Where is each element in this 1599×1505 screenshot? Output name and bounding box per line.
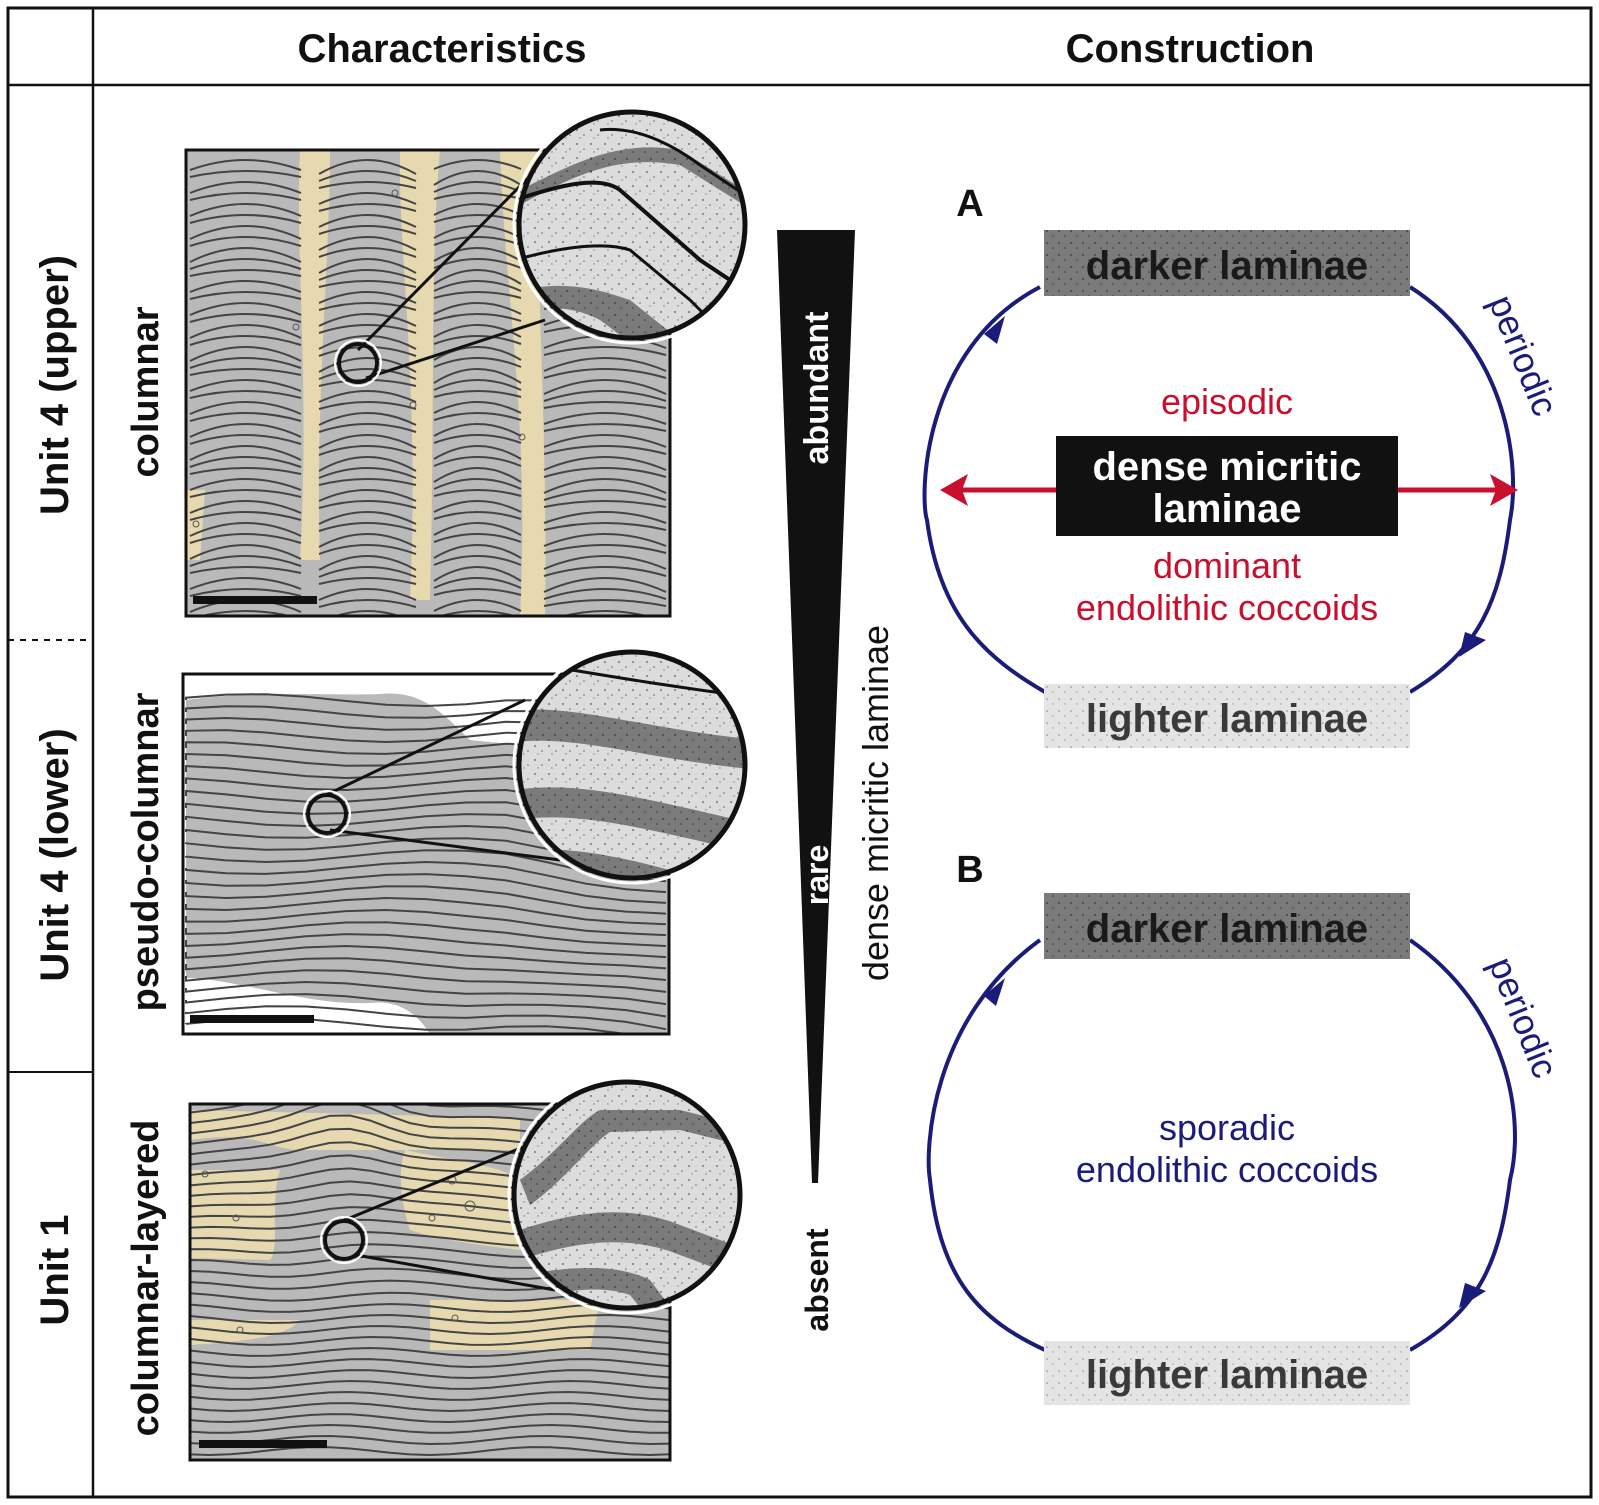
dense-micritic-line2: laminae — [1153, 487, 1302, 531]
darker-laminae-box — [1044, 893, 1410, 959]
lighter-laminae-label: lighter laminae — [1086, 1353, 1368, 1397]
dense-micritic-box — [1056, 436, 1398, 536]
magnifier-circle-icon — [303, 645, 752, 885]
unit-label-upper: Unit 4 (upper) — [33, 255, 77, 515]
darker-laminae-label: darker laminae — [1086, 907, 1368, 951]
dominant-line1: dominant — [1153, 545, 1301, 586]
scale-bar-icon — [190, 1015, 314, 1023]
lighter-laminae-box — [1044, 684, 1410, 748]
cycle-arrow-icon — [926, 938, 1046, 1352]
cycle-arrow-head-icon — [984, 316, 1005, 344]
darker-laminae-box — [1044, 230, 1410, 296]
panel-a-letter: A — [956, 183, 983, 225]
cycle-arrow-head-icon — [984, 978, 1005, 1006]
header-construction: Construction — [1066, 27, 1315, 71]
darker-laminae-label: darker laminae — [1086, 244, 1368, 288]
magnifier-circle-icon — [334, 105, 752, 387]
cycle-arrow-head-icon — [1459, 632, 1486, 657]
sporadic-line2: endolithic coccoids — [1076, 1149, 1378, 1190]
panel-b: B darker laminae lighter laminae periodi… — [926, 849, 1566, 1405]
header-characteristics: Characteristics — [297, 27, 586, 71]
scale-bar-icon — [193, 596, 317, 604]
scale-bar-icon — [199, 1440, 327, 1448]
magnifier-circle-icon — [320, 1075, 747, 1315]
abundance-level-abundant: abundant — [798, 312, 836, 465]
unit-label-lower: Unit 4 (lower) — [33, 728, 77, 981]
panel-b-letter: B — [956, 849, 983, 891]
sporadic-line1: sporadic — [1159, 1107, 1295, 1148]
lighter-laminae-label: lighter laminae — [1086, 697, 1368, 741]
abundance-axis-label: dense micritic laminae — [855, 625, 896, 981]
cycle-arrow-icon — [922, 285, 1047, 694]
wedge-icon — [777, 230, 855, 1183]
lighter-laminae-box — [1044, 1341, 1410, 1405]
cycle-arrow-head-icon — [1459, 1283, 1486, 1308]
fabric-label-columnar-layered: columnar-layered — [125, 1120, 167, 1437]
table-frame — [6, 6, 1593, 1499]
fabric-label-columnar: columnar — [125, 306, 167, 477]
abundance-wedge: abundant rare absent dense micritic lami… — [777, 230, 896, 1332]
periodic-label: periodic — [1481, 951, 1566, 1083]
episodic-label: episodic — [1161, 381, 1293, 422]
dominant-line2: endolithic coccoids — [1076, 587, 1378, 628]
dense-micritic-line1: dense micritic — [1092, 445, 1361, 489]
periodic-label: periodic — [1481, 289, 1566, 421]
abundance-level-absent: absent — [799, 1228, 835, 1331]
panel-a: A darker laminae lighter laminae periodi… — [922, 183, 1566, 748]
unit-label-1: Unit 1 — [33, 1214, 77, 1325]
fabric-label-pseudo-columnar: pseudo-columnar — [125, 692, 167, 1011]
abundance-level-rare: rare — [799, 845, 835, 906]
